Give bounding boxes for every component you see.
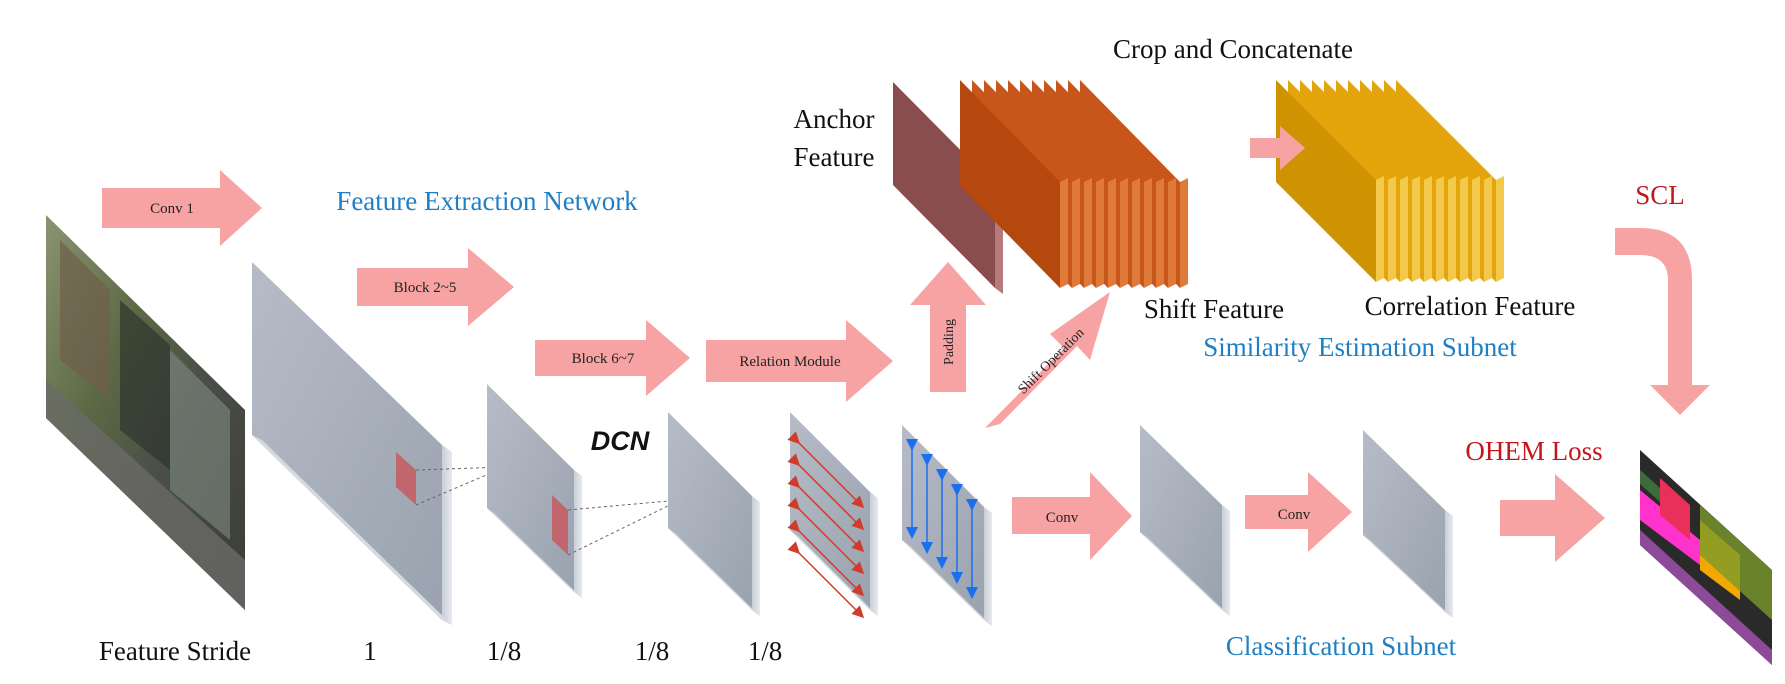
shift-operation-arrow: Shift Operation [985,292,1110,428]
block25-arrow: Block 2~5 [357,248,514,326]
similarity-subnet-title: Similarity Estimation Subnet [1203,332,1517,362]
classification-plane-2 [1363,430,1453,618]
conv-arrow-a: Conv [1012,472,1132,560]
stride-value-2: 1/8 [487,636,522,666]
classification-plane-1 [1140,425,1230,616]
correlation-feature-stack [1276,80,1504,282]
block67-label: Block 6~7 [572,351,635,367]
scl-arrow [1615,228,1710,415]
feature-extraction-title: Feature Extraction Network [336,186,638,216]
conv1-label: Conv 1 [150,201,194,217]
stride-value-4: 1/8 [748,636,783,666]
anchor-feature-label-line1: Anchor [794,104,875,134]
scl-label: SCL [1635,180,1685,210]
shift-feature-slab [960,80,1068,288]
relation-arrows-vertical [906,439,978,599]
stride-value-3: 1/8 [635,636,670,666]
padding-plane [902,425,992,626]
input-image [46,215,245,610]
feature-plane-stride-1-8-b [668,412,760,616]
conv-label-a: Conv [1046,510,1079,526]
relation-arrow-red [787,541,865,619]
block67-arrow: Block 6~7 [535,320,690,396]
crop-concat-title: Crop and Concatenate [1113,34,1353,64]
conv-label-b: Conv [1278,507,1311,523]
stride-value-1: 1 [363,636,377,666]
correlation-feature-slab [1276,80,1384,282]
shift-operation-label: Shift Operation [1016,326,1088,398]
conv-arrow-b: Conv [1245,472,1352,552]
ohem-loss-label: OHEM Loss [1465,436,1602,466]
shift-feature-label: Shift Feature [1144,294,1284,324]
receptive-patch-2 [552,495,568,555]
feature-plane-stride-1 [252,262,506,625]
relation-arrows-horizontal [787,431,865,619]
ohem-arrow [1500,474,1605,562]
anchor-feature-label-line2: Feature [794,142,875,172]
classification-subnet-title: Classification Subnet [1226,631,1457,661]
padding-label: Padding [942,319,957,365]
segmentation-output [1640,450,1772,665]
relation-module-arrow: Relation Module [706,320,893,402]
shift-feature-stack [960,80,1188,288]
crop-concat-arrow [1250,126,1305,170]
correlation-feature-label: Correlation Feature [1365,291,1576,321]
feature-stride-label: Feature Stride [99,636,251,666]
block25-label: Block 2~5 [394,280,457,296]
relation-module-label: Relation Module [739,354,841,370]
padding-arrow: Padding [910,262,986,392]
dcn-label: DCN [591,426,650,456]
receptive-patch-1 [396,452,416,505]
feature-plane-stride-1-8-a [487,384,681,598]
conv1-arrow: Conv 1 [102,170,262,246]
